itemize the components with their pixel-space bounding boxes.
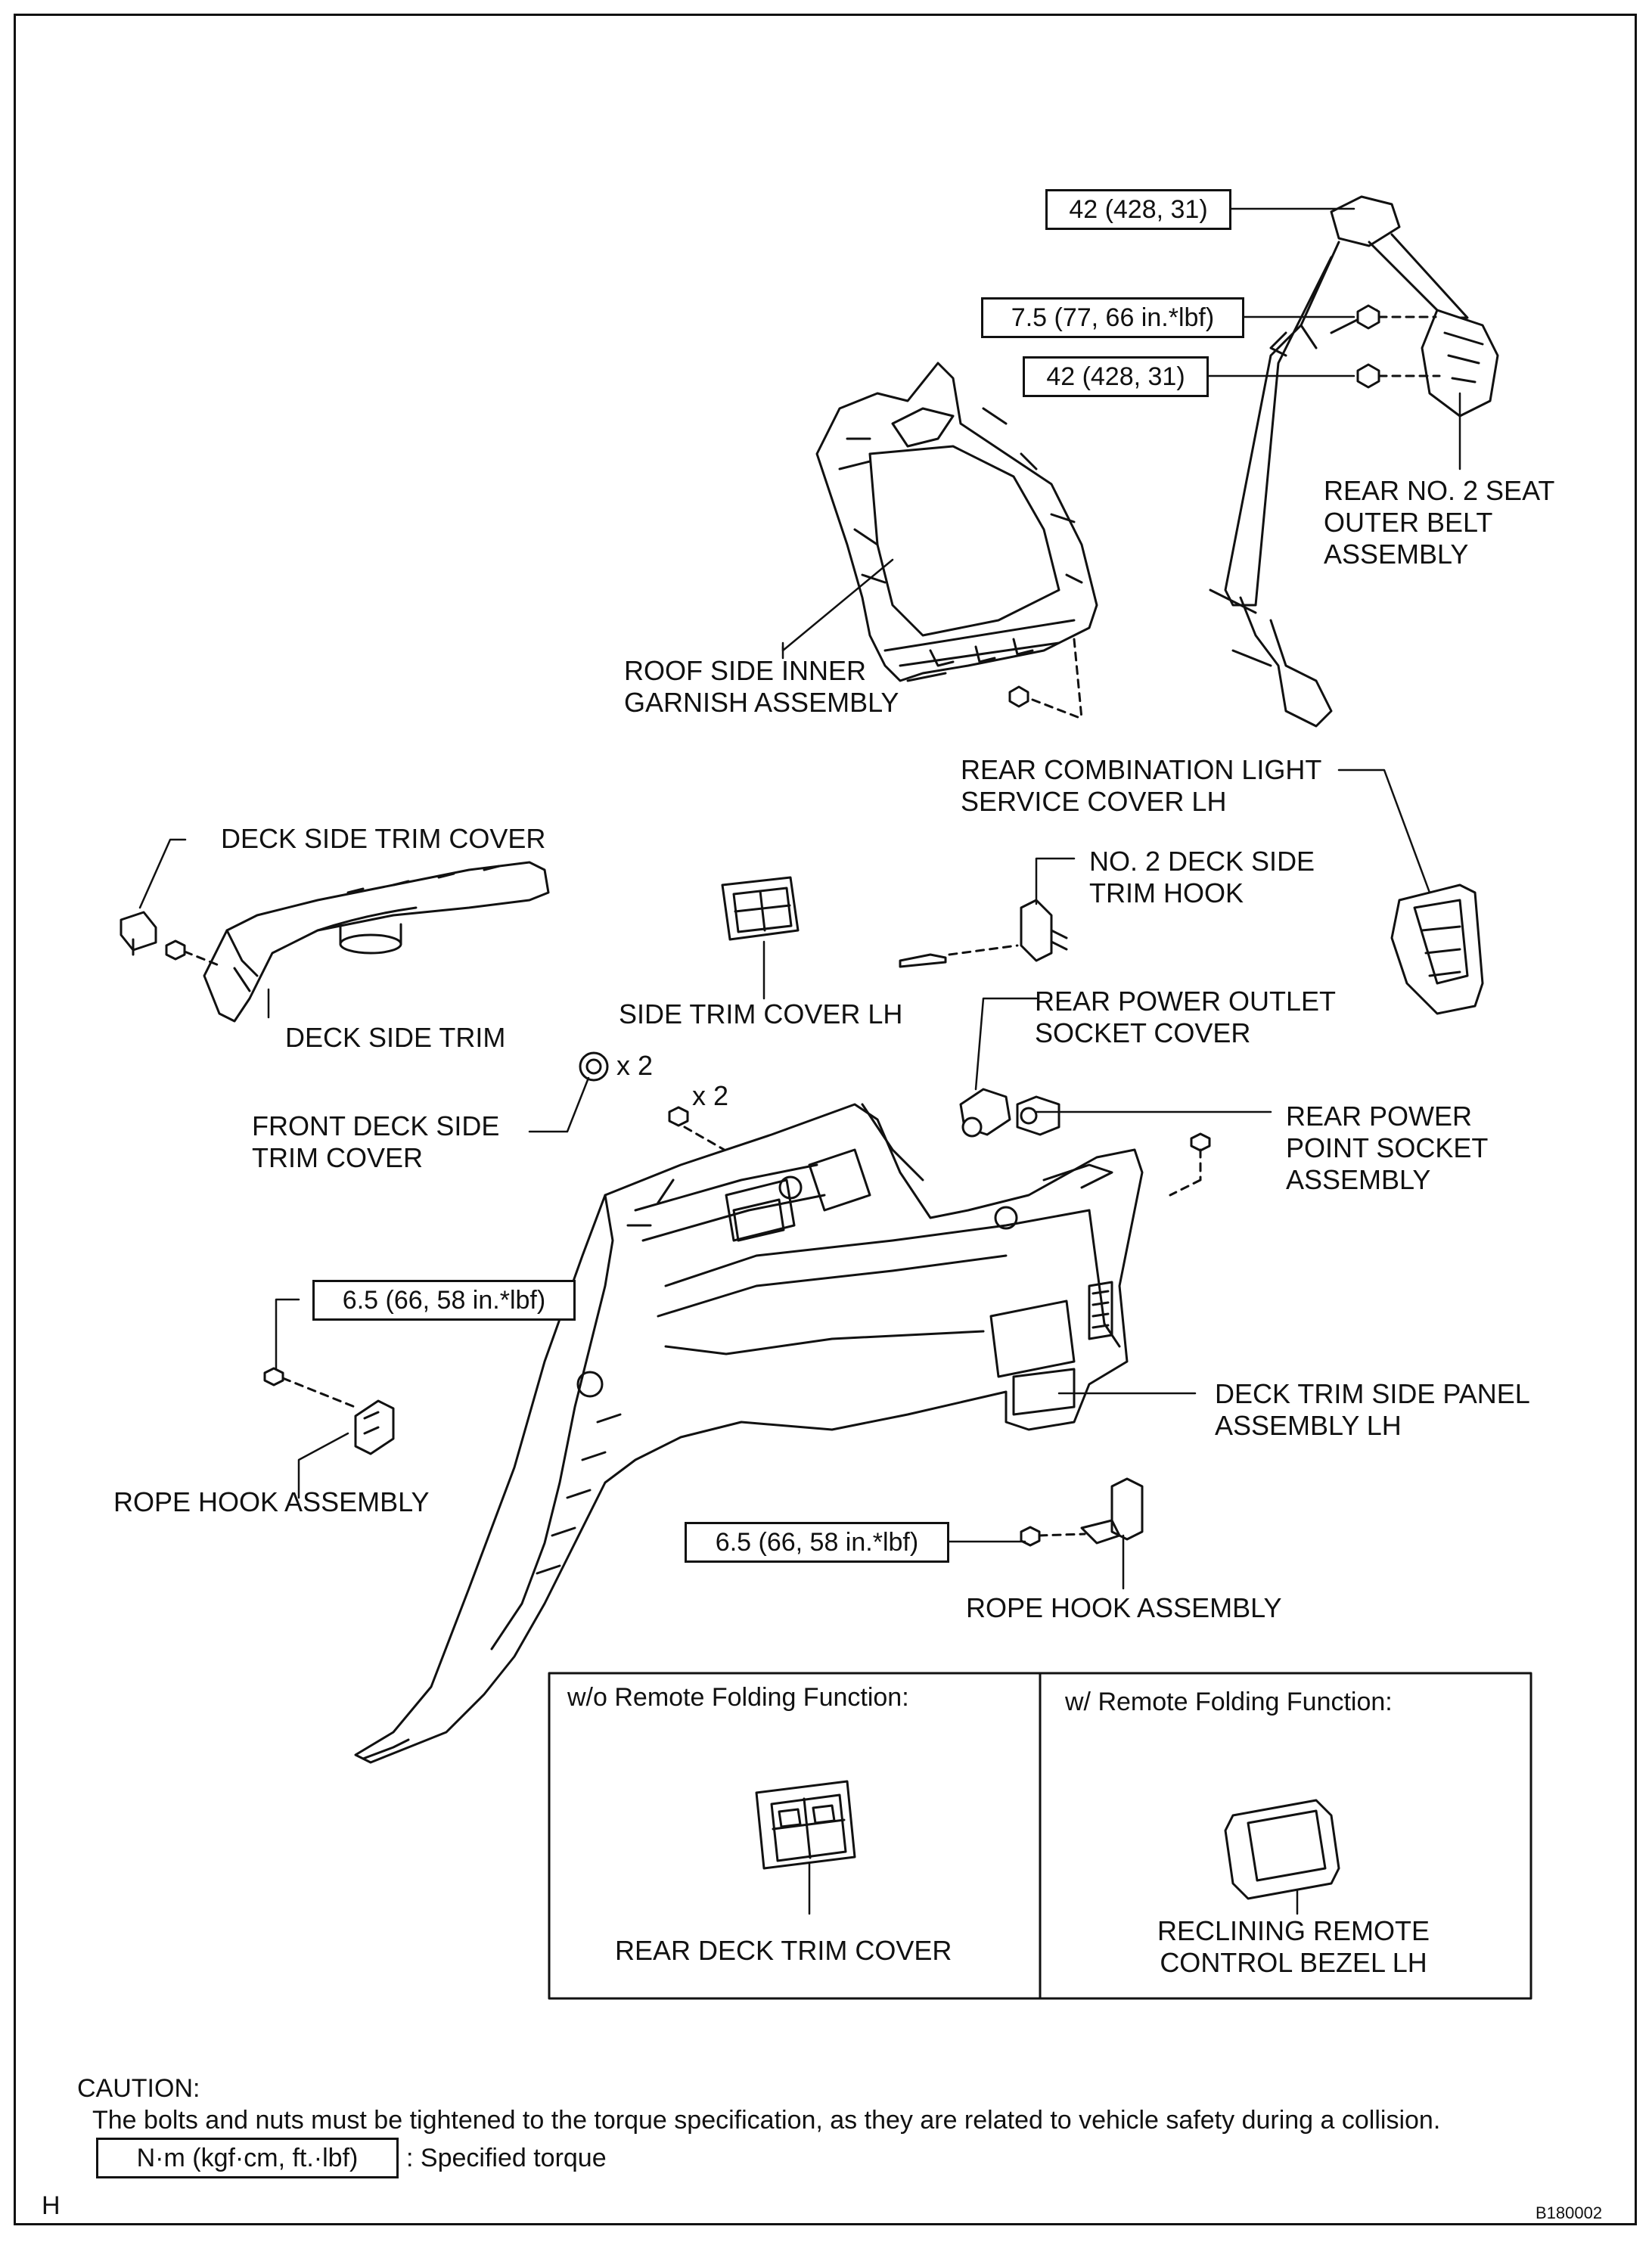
label-line: TRIM HOOK [1089,877,1244,908]
rope-hook-left-drawing [263,1367,395,1455]
label-line: SOCKET COVER [1035,1017,1251,1048]
leader-lines [138,207,1461,1915]
label-line: ROOF SIDE INNER [624,655,867,686]
label-deck-trim-side-panel: DECK TRIM SIDE PANEL ASSEMBLY LH [1215,1378,1530,1442]
label-deck-side-trim: DECK SIDE TRIM [285,1022,506,1053]
label-line: FRONT DECK SIDE [252,1110,500,1141]
reclining-bezel-drawing [1224,1799,1340,1900]
roof-garnish-drawing [815,362,1098,720]
rear-deck-trim-cover-drawing [755,1780,856,1870]
torque-legend-box: N·m (kgf·cm, ft.·lbf) [96,2138,399,2178]
diagram-frame [14,14,1637,2225]
label-line: SERVICE COVER LH [961,786,1227,817]
label-line: ASSEMBLY [1324,539,1469,570]
label-reclining-remote-bezel: RECLINING REMOTE CONTROL BEZEL LH [1157,1915,1430,1979]
option-panels-frame [548,1672,1532,2000]
side-trim-cover-drawing [721,876,800,941]
label-front-deck-side-trim-cover: FRONT DECK SIDE TRIM COVER [252,1110,499,1174]
label-rope-hook-right: ROPE HOOK ASSEMBLY [966,1592,1282,1623]
label-line: ASSEMBLY [1286,1164,1431,1195]
label-line: GARNISH ASSEMBLY [624,687,899,718]
caution-title: CAUTION: [77,2074,200,2103]
label-rear-power-point-socket: REAR POWER POINT SOCKET ASSEMBLY [1286,1101,1488,1196]
panel-title-with-remote: w/ Remote Folding Function: [1065,1688,1393,1716]
deck-side-trim-cover-drawing [120,911,157,956]
label-line: CONTROL BEZEL LH [1160,1947,1427,1978]
side-panel-drawing [354,1103,1144,1764]
label-line: NO. 2 DECK SIDE [1089,846,1315,877]
label-quantity-x2-a: x 2 [616,1050,654,1081]
label-line: RECLINING REMOTE [1157,1915,1430,1946]
torque-legend-text: : Specified torque [406,2144,607,2172]
service-cover-drawing [1390,883,1484,1015]
label-line: ASSEMBLY LH [1215,1410,1402,1441]
front-deck-cover-drawing [579,1051,609,1082]
outlet-socket-drawing [668,1088,1211,1197]
label-line: POINT SOCKET [1286,1132,1489,1163]
label-rear-deck-trim-cover: REAR DECK TRIM COVER [615,1935,952,1966]
seat-belt-drawing [1209,195,1499,728]
torque-box-belt-bolt: 7.5 (77, 66 in.*lbf) [981,297,1244,338]
torque-box-rope-hook-right: 6.5 (66, 58 in.*lbf) [685,1522,949,1563]
label-rope-hook-left: ROPE HOOK ASSEMBLY [113,1486,430,1517]
rope-hook-right-drawing [1020,1477,1144,1547]
label-deck-side-trim-cover: DECK SIDE TRIM COVER [221,823,546,854]
label-service-cover: REAR COMBINATION LIGHT SERVICE COVER LH [961,754,1321,818]
deck-side-trim-drawing [165,861,550,1023]
label-line: DECK TRIM SIDE PANEL [1215,1378,1530,1409]
label-line: REAR POWER OUTLET [1035,986,1337,1017]
label-rear-power-outlet-cover: REAR POWER OUTLET SOCKET COVER [1035,986,1336,1049]
label-side-trim-cover-lh: SIDE TRIM COVER LH [619,998,903,1029]
torque-box-belt-anchor: 42 (428, 31) [1045,189,1231,230]
label-line: OUTER BELT [1324,507,1493,538]
label-line: REAR COMBINATION LIGHT [961,754,1322,785]
label-no2-deck-side-trim-hook: NO. 2 DECK SIDE TRIM HOOK [1089,846,1315,909]
label-roof-side-inner-garnish: ROOF SIDE INNER GARNISH ASSEMBLY [624,655,899,719]
panel-title-without-remote: w/o Remote Folding Function: [567,1683,909,1712]
footer-figure-id: B180002 [1536,2203,1603,2222]
no2-trim-hook-drawing [899,899,1068,968]
label-line: TRIM COVER [252,1142,424,1173]
label-line: REAR POWER [1286,1101,1473,1132]
label-line: REAR NO. 2 SEAT [1324,475,1555,506]
footer-section-letter: H [42,2191,61,2220]
caution-text: The bolts and nuts must be tightened to … [92,2106,1441,2135]
label-rear-no2-seat-belt: REAR NO. 2 SEAT OUTER BELT ASSEMBLY [1324,475,1554,570]
torque-box-rope-hook-left: 6.5 (66, 58 in.*lbf) [312,1280,576,1321]
label-quantity-x2-b: x 2 [692,1080,729,1111]
torque-box-belt-retractor: 42 (428, 31) [1023,356,1209,397]
